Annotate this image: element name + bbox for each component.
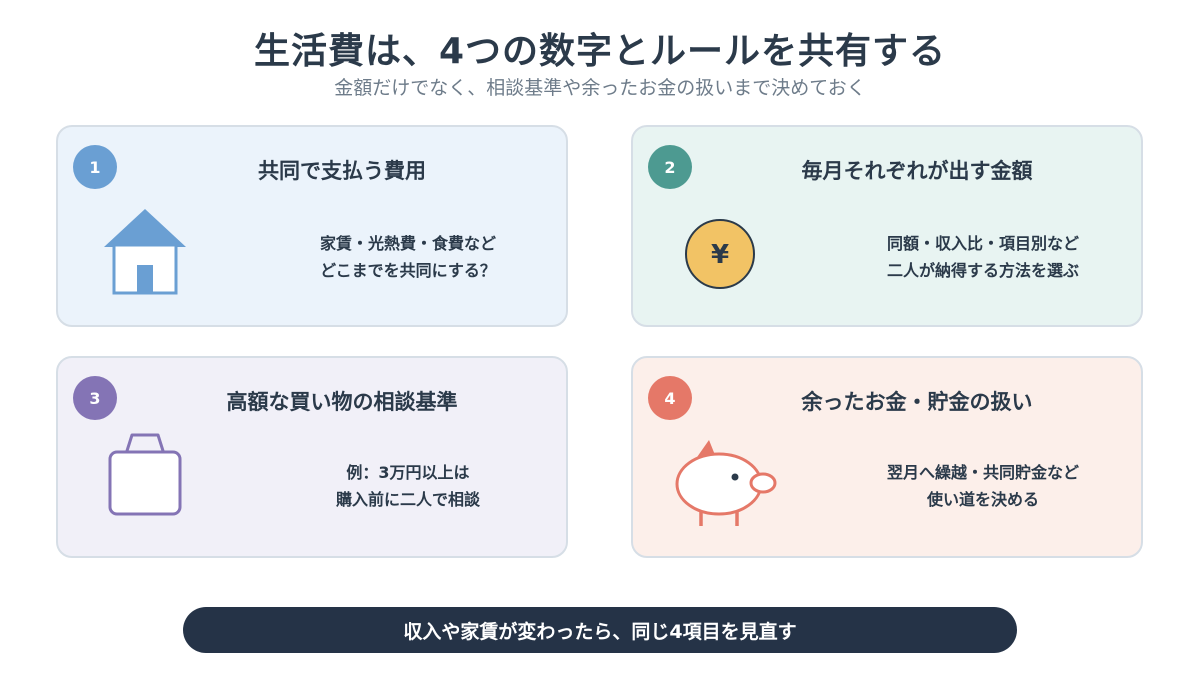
step-number-badge: 4 [648,376,692,420]
card-title: 余ったお金・貯金の扱い [801,390,1033,414]
card-description: 家賃・光熱費・食費など どこまでを共同にする？ [258,230,558,284]
card-large-purchase-rule: 3 高額な買い物の相談基準 例：3万円以上は 購入前に二人で相談 [56,356,568,558]
step-number-badge: 2 [648,145,692,189]
card-monthly-contribution: 2 毎月それぞれが出す金額 ¥ 同額・収入比・項目別など 二人が納得する方法を選… [631,125,1143,327]
card-description: 翌月へ繰越・共同貯金など 使い道を決める [833,459,1133,513]
description-line: 翌月へ繰越・共同貯金など [886,463,1079,482]
card-description: 同額・収入比・項目別など 二人が納得する方法を選ぶ [833,230,1133,284]
step-number-badge: 1 [73,145,117,189]
card-shared-expenses: 1 共同で支払う費用 家賃・光熱費・食費など どこまでを共同にする？ [56,125,568,327]
description-line: 例：3万円以上は [346,463,470,482]
description-line: 購入前に二人で相談 [335,490,480,509]
footer-banner: 収入や家賃が変わったら、同じ4項目を見直す [183,607,1017,653]
shopping-bag-icon [108,433,182,516]
card-leftover-savings: 4 余ったお金・貯金の扱い 翌月へ繰越・共同貯金など 使い道を決める [631,356,1143,558]
card-title: 共同で支払う費用 [258,159,426,183]
house-icon [104,209,186,295]
description-line: 二人が納得する方法を選ぶ [886,261,1079,280]
card-description: 例：3万円以上は 購入前に二人で相談 [258,459,558,513]
page-title: 生活費は、4つの数字とルールを共有する [253,31,947,72]
description-line: どこまでを共同にする？ [320,261,496,280]
page-subtitle: 金額だけでなく、相談基準や余ったお金の扱いまで決めておく [334,77,866,99]
yen-symbol: ¥ [711,240,729,270]
description-line: 家賃・光熱費・食費など [319,234,496,253]
description-line: 使い道を決める [926,490,1039,509]
step-number-badge: 3 [73,376,117,420]
piggy-bank-icon [675,440,777,526]
card-title: 毎月それぞれが出す金額 [801,159,1033,183]
card-title: 高額な買い物の相談基準 [226,390,458,414]
yen-coin-icon: ¥ [685,219,755,289]
description-line: 同額・収入比・項目別など [886,234,1079,253]
